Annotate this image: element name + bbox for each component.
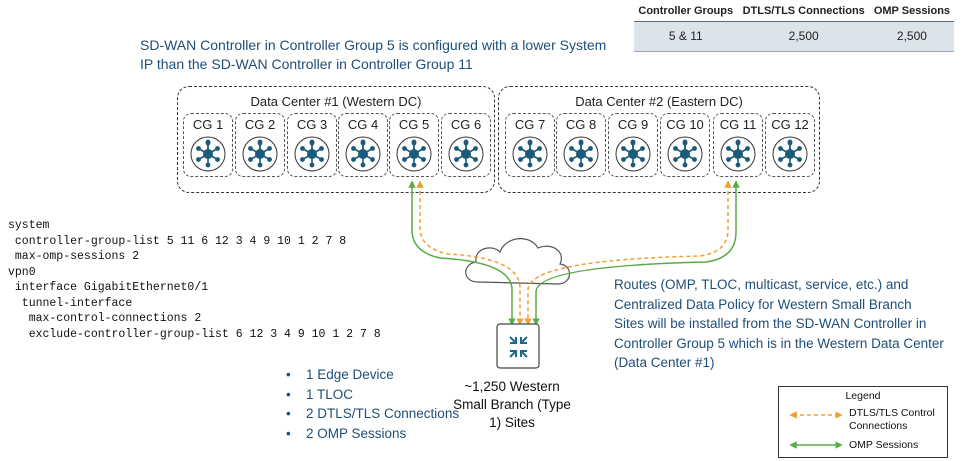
cli-config: system controller-group-list 5 11 6 12 3… <box>8 219 381 341</box>
table-header-omp-sessions: OMP Sessions <box>869 0 954 22</box>
legend-item-omp: OMP Sessions <box>789 439 939 453</box>
data-center-1: Data Center #1 (Western DC) CG 1 CG 2 CG… <box>177 86 495 193</box>
controller-icon <box>448 136 484 172</box>
dashed-arrow-icon <box>789 411 843 419</box>
controller-group-label: CG 10 <box>666 117 704 132</box>
controller-icon <box>667 136 703 172</box>
controller-icon <box>615 136 651 172</box>
controller-icon <box>190 136 226 172</box>
table-cell: 2,500 <box>869 21 954 52</box>
controller-group-1[interactable]: CG 1 <box>183 113 233 177</box>
table-cell: 5 & 11 <box>634 21 738 52</box>
table-row: 5 & 11 2,500 2,500 <box>634 21 954 52</box>
list-item: 1 Edge Device <box>286 365 459 385</box>
controller-icon <box>396 136 432 172</box>
legend-label: DTLS/TLS Control Connections <box>849 407 935 432</box>
controller-group-11[interactable]: CG 11 <box>713 113 763 177</box>
data-center-2-label: Data Center #2 (Eastern DC) <box>575 94 743 109</box>
solid-arrow-icon <box>789 441 843 449</box>
edge-router-icon <box>496 323 540 369</box>
wan-cloud-icon <box>465 238 571 285</box>
controller-group-4[interactable]: CG 4 <box>338 113 388 177</box>
data-center-2: Data Center #2 (Eastern DC) CG 7 CG 8 CG… <box>498 86 820 193</box>
table-cell: 2,500 <box>737 21 870 52</box>
controller-group-label: CG 11 <box>719 117 757 132</box>
controller-group-label: CG 3 <box>296 117 328 132</box>
controller-group-2[interactable]: CG 2 <box>235 113 285 177</box>
list-item: 2 DTLS/TLS Connections <box>286 404 459 424</box>
summary-table: Controller Groups DTLS/TLS Connections O… <box>634 0 954 52</box>
controller-group-8[interactable]: CG 8 <box>556 113 606 177</box>
controller-group-10[interactable]: CG 10 <box>660 113 710 177</box>
controller-group-7[interactable]: CG 7 <box>505 113 555 177</box>
controller-group-12[interactable]: CG 12 <box>765 113 815 177</box>
sites-label: ~1,250 Western Small Branch (Type 1) Sit… <box>453 379 571 430</box>
table-header-dtls-connections: DTLS/TLS Connections <box>737 0 870 22</box>
controller-group-6[interactable]: CG 6 <box>441 113 491 177</box>
controller-group-label: CG 8 <box>565 117 597 132</box>
controller-icon <box>294 136 330 172</box>
list-item: 2 OMP Sessions <box>286 424 459 444</box>
list-item: 1 TLOC <box>286 385 459 405</box>
controller-group-label: CG 7 <box>514 117 546 132</box>
controller-group-label: CG 4 <box>347 117 379 132</box>
controller-group-3[interactable]: CG 3 <box>287 113 337 177</box>
legend-label: OMP Sessions <box>849 439 919 451</box>
controller-icon <box>720 136 756 172</box>
controller-group-label: CG 12 <box>771 117 809 132</box>
controller-icon <box>563 136 599 172</box>
controller-icon <box>772 136 808 172</box>
omp-session-line-cg5 <box>408 180 516 326</box>
legend: Legend DTLS/TLS Control Connections OMP … <box>778 386 948 458</box>
controller-group-label: CG 5 <box>398 117 430 132</box>
config-note: SD-WAN Controller in Controller Group 5 … <box>140 37 607 72</box>
controller-group-9[interactable]: CG 9 <box>608 113 658 177</box>
controller-group-label: CG 2 <box>244 117 276 132</box>
controller-group-5[interactable]: CG 5 <box>389 113 439 177</box>
routes-note: Routes (OMP, TLOC, multicast, service, e… <box>614 277 944 370</box>
controller-icon <box>512 136 548 172</box>
controller-icon <box>242 136 278 172</box>
controller-icon <box>345 136 381 172</box>
controller-group-label: CG 9 <box>617 117 649 132</box>
dtls-connection-line-cg5 <box>416 180 524 326</box>
controller-group-label: CG 1 <box>192 117 224 132</box>
legend-item-dtls: DTLS/TLS Control Connections <box>789 407 939 435</box>
controller-group-label: CG 6 <box>450 117 482 132</box>
edge-summary-list: 1 Edge Device 1 TLOC 2 DTLS/TLS Connecti… <box>286 365 459 443</box>
legend-title: Legend <box>845 390 881 402</box>
data-center-1-label: Data Center #1 (Western DC) <box>250 94 422 109</box>
table-header-controller-groups: Controller Groups <box>634 0 738 22</box>
